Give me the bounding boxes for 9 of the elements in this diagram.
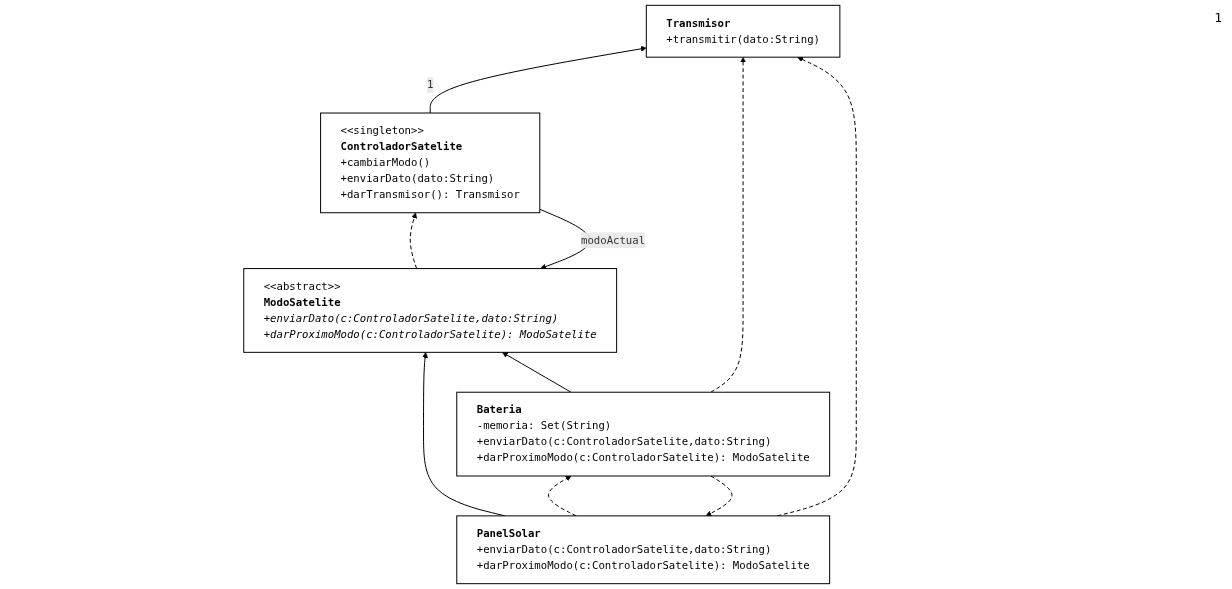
edge-label: 1 <box>426 78 434 92</box>
edge-label: modoActual <box>581 233 646 247</box>
node-box: PanelSolar +enviarDato(c:ControladorSatelite,dato:String) +darProximoModo(c:ControladorSatelite): ModoSatelite <box>456 515 831 585</box>
node-box: Bateria -memoria: Set(String) +enviarDato(c:ControladorSatelite,dato:String) +darProximoModo(c:ControladorSatelite): ModoSatelite <box>456 391 831 477</box>
node-box: Transmisor +transmitir(dato:String) <box>645 4 841 58</box>
node-box: <<abstract>> ModoSatelite +enviarDato(c:ControladorSatelite,dato:String) +darProximoModo(c:ControladorSatelite): ModoSatelite <box>243 268 618 353</box>
node-box: <<singleton>> ControladorSatelite +cambiarModo() +enviarDato(dato:String) +darTransmisor(): Transmisor <box>320 112 541 214</box>
multiplicity-label: 1 <box>1214 10 1222 25</box>
arrow <box>502 352 572 393</box>
